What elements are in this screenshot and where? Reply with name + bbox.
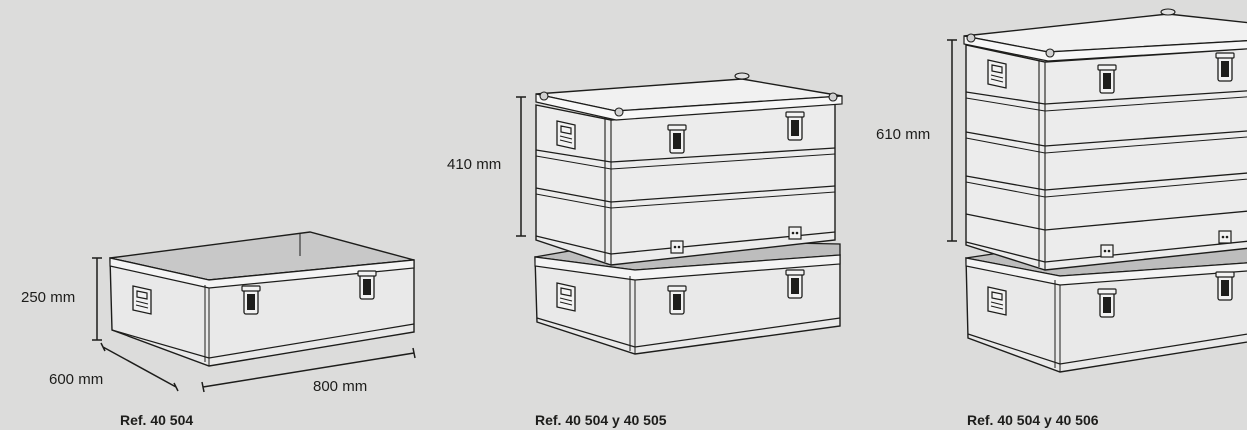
width-label-case-1: 800 mm — [313, 378, 368, 395]
reference-label-case-2: Ref. 40 504 y 40 505 — [535, 412, 667, 428]
depth-label-case-1: 600 mm — [49, 371, 104, 388]
height-label-case-1: 250 mm — [21, 289, 76, 306]
height-label-case-3: 610 mm — [876, 126, 931, 143]
dimension-lines-case-1 — [92, 257, 416, 393]
dimension-line-case-3 — [947, 39, 957, 242]
reference-label-case-1: Ref. 40 504 — [120, 412, 194, 428]
stack-case-2 — [534, 72, 843, 355]
stack-case-3 — [963, 8, 1247, 373]
dimension-line-case-2 — [516, 96, 526, 237]
open-case — [109, 231, 415, 367]
reference-label-case-3: Ref. 40 504 y 40 506 — [967, 412, 1099, 428]
height-label-case-2: 410 mm — [447, 156, 502, 173]
